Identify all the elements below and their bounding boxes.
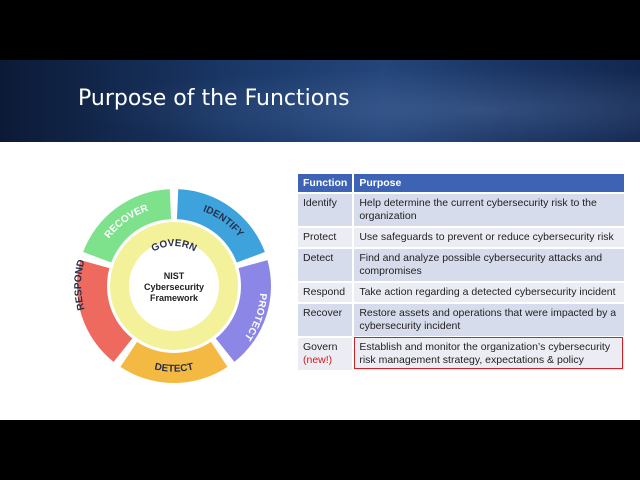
new-note: (new!) xyxy=(303,354,333,366)
recover-segment xyxy=(83,189,172,263)
table-row: Detect Find and analyze possible cyberse… xyxy=(298,247,624,281)
identify-segment xyxy=(176,189,265,263)
functions-table-wrap: Function Purpose Identify Help determine… xyxy=(298,174,624,370)
slide-title: Purpose of the Functions xyxy=(78,86,350,111)
table-row: Protect Use safeguards to prevent or red… xyxy=(298,226,624,247)
respond-label: RESPOND xyxy=(74,259,87,312)
row-function: Detect xyxy=(298,247,355,281)
nist-csf-wheel: GOVERN NIST Cybersecurity Framework IDEN… xyxy=(74,189,271,383)
center-line-2: Cybersecurity xyxy=(144,282,204,292)
detect-segment xyxy=(120,341,228,383)
row-function: Respond xyxy=(298,281,355,302)
center-line-1: NIST xyxy=(164,271,185,281)
table-row-govern: Govern(new!) Establish and monitor the o… xyxy=(298,336,624,370)
header-function: Function xyxy=(298,174,355,192)
table-row: Identify Help determine the current cybe… xyxy=(298,192,624,226)
row-function: Identify xyxy=(298,192,355,226)
row-function: Recover xyxy=(298,302,355,336)
title-banner: Purpose of the Functions xyxy=(0,60,640,142)
letterbox-bottom xyxy=(0,420,640,480)
detect-label: DETECT xyxy=(154,362,195,375)
row-purpose: Use safeguards to prevent or reduce cybe… xyxy=(354,226,624,247)
table-row: Respond Take action regarding a detected… xyxy=(298,281,624,302)
govern-label: GOVERN xyxy=(150,238,198,254)
slide: Purpose of the Functions GOVERN NIST Cyb… xyxy=(0,60,640,420)
row-purpose: Take action regarding a detected cyberse… xyxy=(354,281,624,302)
row-purpose: Help determine the current cybersecurity… xyxy=(354,192,624,226)
functions-table: Function Purpose Identify Help determine… xyxy=(298,174,624,370)
respond-segment xyxy=(77,260,133,362)
row-purpose: Find and analyze possible cybersecurity … xyxy=(354,247,624,281)
row-function: Govern(new!) xyxy=(298,336,355,370)
wheel-segments xyxy=(77,189,271,383)
govern-function-name: Govern xyxy=(303,341,338,353)
header-purpose: Purpose xyxy=(354,174,624,192)
protect-segment xyxy=(215,260,271,362)
center-line-3: Framework xyxy=(150,293,199,303)
row-purpose: Restore assets and operations that were … xyxy=(354,302,624,336)
row-function: Protect xyxy=(298,226,355,247)
letterbox-top xyxy=(0,0,640,60)
row-purpose: Establish and monitor the organization’s… xyxy=(354,336,624,370)
table-row: Recover Restore assets and operations th… xyxy=(298,302,624,336)
table-header-row: Function Purpose xyxy=(298,174,624,192)
wheel-center xyxy=(129,241,219,331)
